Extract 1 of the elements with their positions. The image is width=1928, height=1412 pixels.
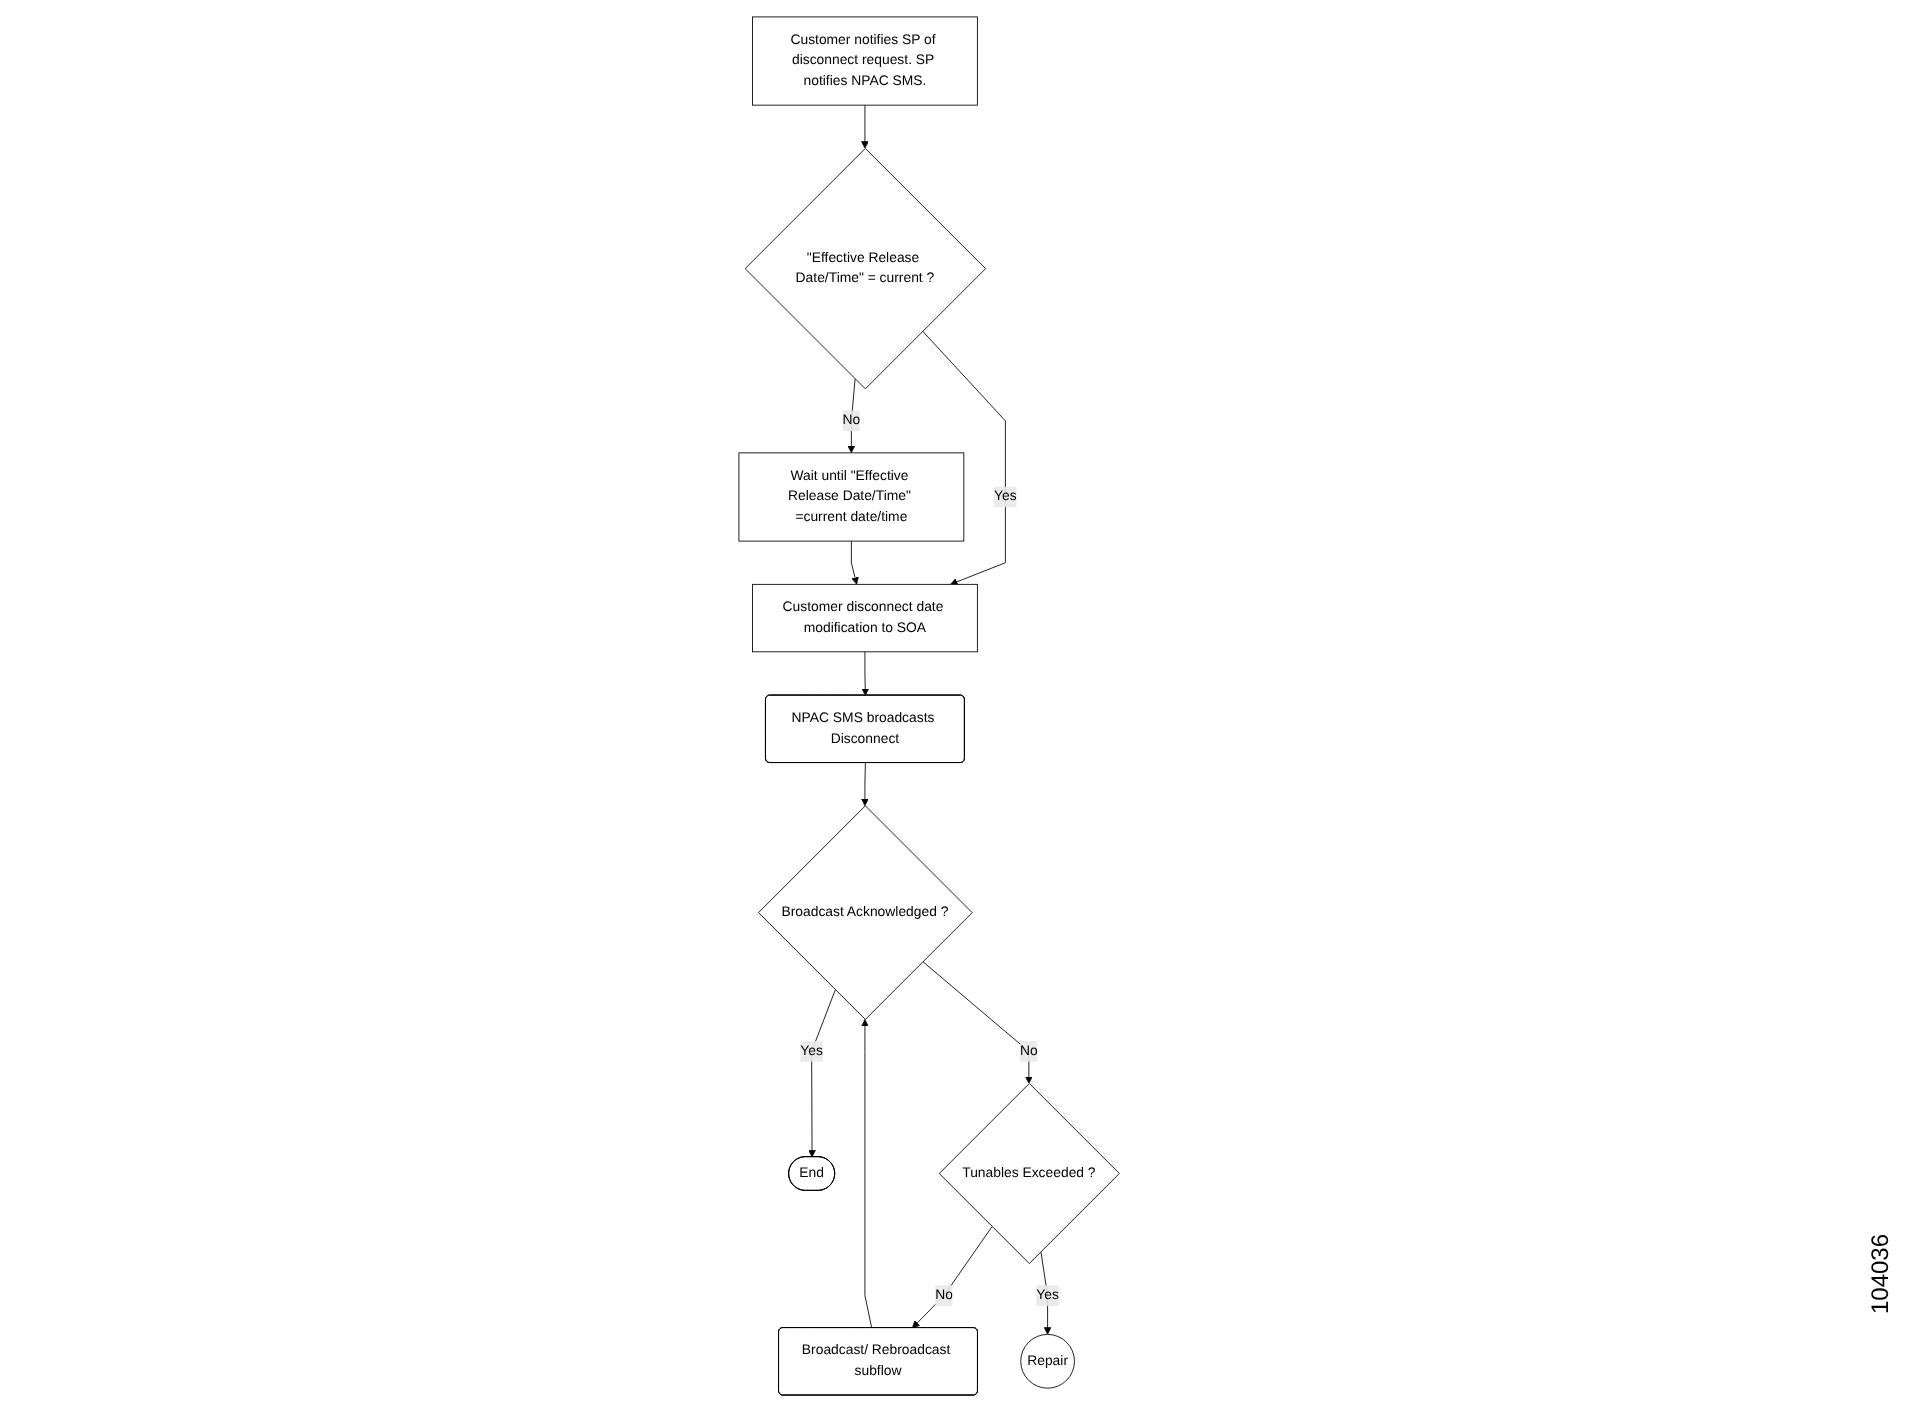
figure-number: 104036	[1865, 1233, 1894, 1315]
